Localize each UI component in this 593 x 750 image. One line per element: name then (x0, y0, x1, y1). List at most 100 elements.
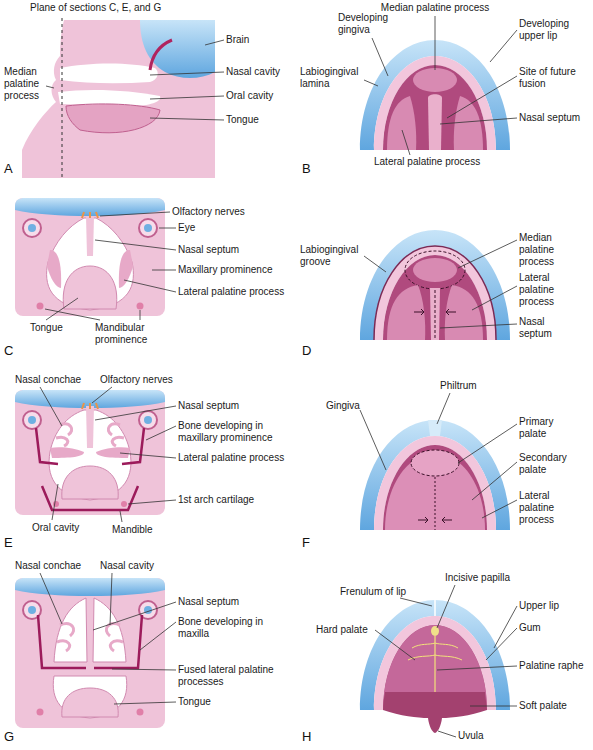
illustration-shape (62, 466, 118, 499)
part-label: Site of future fusion (519, 66, 589, 90)
leader-line (482, 500, 517, 518)
part-label: Bone developing in maxilla (178, 616, 290, 640)
part-label: Median palatine process (377, 2, 493, 14)
leader-line (472, 462, 517, 500)
illustration-shape (108, 424, 124, 446)
round-shape (137, 303, 144, 310)
illustration-shape (383, 692, 487, 733)
round-shape (139, 219, 157, 237)
illustration-shape (22, 20, 215, 178)
coronal-section (15, 198, 165, 316)
leader-line (472, 286, 517, 310)
leader-line (140, 310, 141, 320)
illustration-shape (428, 420, 442, 436)
illustration-shape (414, 309, 456, 315)
illustration-shape (96, 447, 130, 458)
illustration-shape (418, 517, 452, 523)
leader-line (112, 669, 176, 670)
part-label: Upper lip (519, 600, 559, 612)
leader-line (114, 702, 176, 704)
illustration-shape (47, 250, 61, 288)
illustration-shape (15, 390, 165, 515)
illustration-shape (122, 428, 144, 464)
part-label: Soft palate (519, 700, 567, 712)
part-label: Nasal septum (178, 596, 239, 608)
part-label: Gingiva (326, 400, 360, 412)
round-shape (37, 303, 44, 310)
leader-line (120, 453, 176, 458)
illustration-shape (54, 598, 87, 662)
leader-line (440, 118, 517, 124)
round-shape (53, 501, 59, 507)
round-shape (413, 258, 457, 282)
leader-line (375, 630, 415, 660)
leader-line (440, 324, 517, 328)
leader-line (402, 130, 410, 155)
palate-view (360, 420, 510, 530)
leader-line (140, 622, 176, 650)
illustration-shape (15, 390, 165, 408)
leader-line (110, 573, 112, 625)
panel-letter: E (4, 536, 13, 551)
round-shape (144, 224, 152, 232)
leader-line (52, 484, 58, 520)
leader-line (486, 628, 517, 660)
part-label: Developing upper lip (519, 18, 581, 42)
part-label: Olfactory nerves (100, 374, 173, 386)
illustration-shape (106, 624, 123, 651)
part-label: Incisive papilla (445, 572, 510, 584)
leader-line (40, 573, 62, 624)
part-label: Nasal septum (519, 112, 580, 124)
part-label: Bone developing in maxillary prominence (178, 420, 290, 444)
illustration-shape (94, 615, 142, 668)
illustration-shape (36, 428, 58, 464)
leader-line (437, 393, 450, 424)
illustration-shape (408, 643, 462, 660)
leader-line (40, 387, 62, 426)
leader-line (62, 18, 63, 180)
part-label: Lateral palatine process (519, 272, 571, 308)
part-label: Labiogingival groove (300, 244, 366, 268)
coronal-section (15, 390, 165, 515)
part-label: Lateral palatine process (178, 286, 284, 298)
part-label: Nasal cavity (226, 66, 280, 78)
part-label: Frenulum of lip (340, 586, 406, 598)
leader-line (205, 40, 224, 45)
leader-line (46, 86, 54, 88)
leader-line (458, 240, 517, 268)
leader-line (458, 424, 517, 463)
round-shape (139, 411, 157, 429)
panel-letter: G (4, 730, 14, 745)
sagittal-section (22, 18, 215, 180)
leader-line (437, 585, 455, 628)
leader-line (438, 731, 456, 737)
part-label: Nasal cavity (100, 560, 154, 572)
illustration-shape (50, 447, 84, 458)
round-shape (28, 416, 36, 424)
illustration-shape (15, 198, 165, 316)
illustration-shape (82, 212, 98, 218)
round-shape (413, 68, 457, 92)
palate-arch (360, 420, 510, 530)
part-label: Oral cavity (32, 522, 79, 534)
palate-arch (360, 230, 510, 340)
part-label: Median palatine process (4, 66, 54, 102)
part-label: Fused lateral palatine processes (178, 664, 290, 688)
leader-line (434, 600, 436, 616)
illustration-shape (86, 406, 94, 448)
leader-line (490, 30, 517, 62)
leader-line (437, 666, 517, 670)
illustration-shape (93, 598, 126, 662)
part-label: Nasal septum (178, 400, 239, 412)
panel-letter: F (302, 536, 310, 551)
illustration-shape (15, 578, 165, 728)
part-label: Mandibular prominence (95, 322, 155, 346)
illustration-shape (60, 64, 158, 84)
illustration-shape (38, 615, 86, 668)
part-label: Eye (178, 222, 195, 234)
part-label: Mandible (112, 524, 153, 536)
part-label: Tongue (30, 322, 63, 334)
leader-line (435, 477, 436, 530)
illustration-shape (119, 250, 133, 288)
